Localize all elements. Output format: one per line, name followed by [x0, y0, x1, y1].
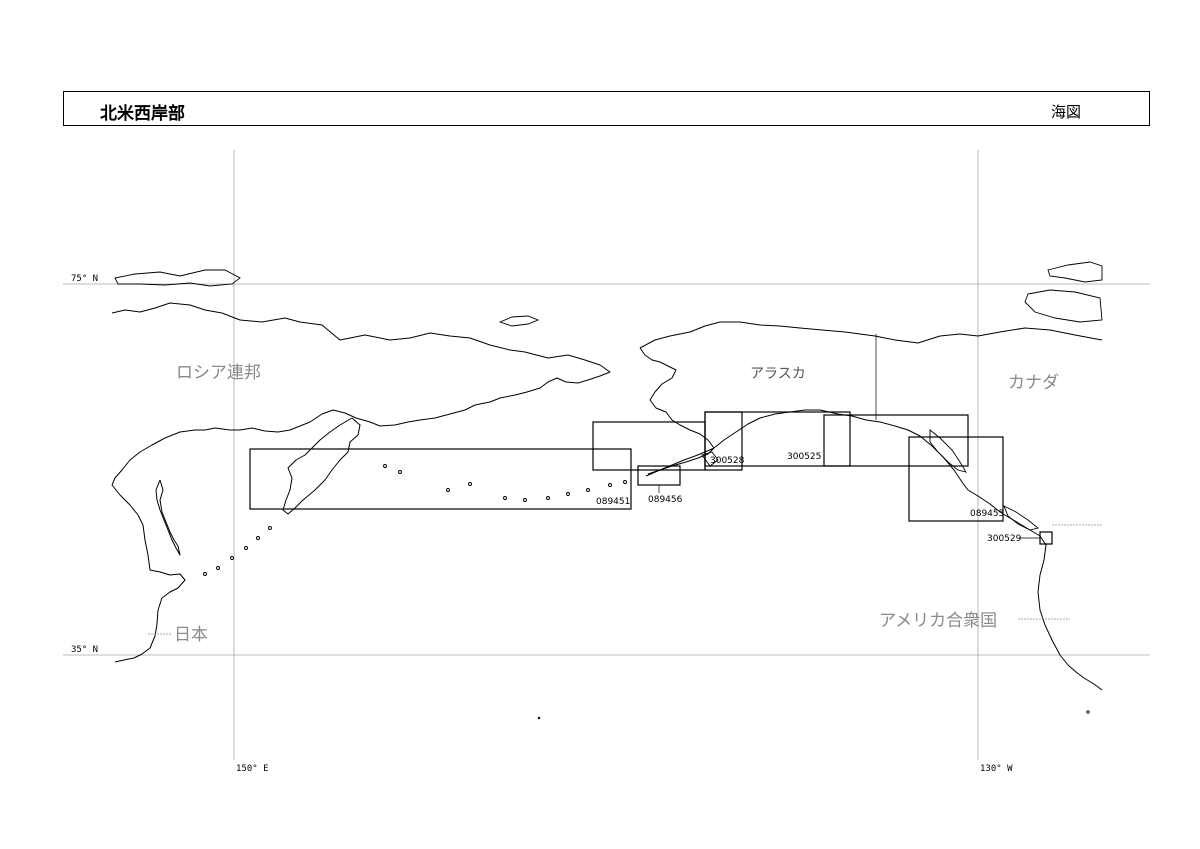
- vancouver-island: [1003, 505, 1039, 531]
- chart-label-300525: 300525: [787, 452, 821, 462]
- graticule: [63, 150, 1150, 760]
- north-america-pacific-coast: [713, 409, 1103, 691]
- sakhalin-coast: [155, 479, 181, 556]
- siberia-arctic-coast: [111, 302, 611, 433]
- kodiak-island: [701, 451, 719, 467]
- chart-label-300529: 300529: [987, 534, 1022, 544]
- guadalupe-islet: [1086, 710, 1090, 714]
- mid-ocean-islet: [537, 716, 541, 720]
- region-label-japan: 日本: [174, 625, 208, 645]
- chart-label-089451: 089451: [596, 497, 630, 507]
- alaska-coast: [639, 321, 1103, 475]
- chart-rect-300525[interactable]: [704, 411, 851, 467]
- chart-rect-089451[interactable]: [249, 448, 632, 510]
- chart-label-089456: 089456: [648, 495, 683, 505]
- map-header: 北米西岸部 海図: [63, 91, 1150, 126]
- alexander-archipelago: [929, 429, 967, 473]
- japan-coast: [111, 484, 186, 663]
- chart-coverage: [249, 411, 1053, 545]
- kuril-islands: [203, 526, 272, 576]
- arctic-archipelago: [1024, 261, 1103, 323]
- page-title: 北米西岸部: [100, 104, 185, 124]
- wrangel-island: [498, 315, 540, 327]
- region-label-usa: アメリカ合衆国: [879, 611, 997, 631]
- map-type-label: 海図: [1050, 103, 1081, 121]
- chart-rect-089455[interactable]: [908, 436, 1004, 522]
- chart-rect-089456[interactable]: [637, 465, 681, 486]
- region-label-canada: カナダ: [1008, 373, 1059, 393]
- new-siberian-islands: [114, 269, 241, 287]
- chart-label-300528: 300528: [710, 456, 745, 466]
- lat-label-35n: 35° N: [71, 645, 98, 655]
- lon-label-150e: 150° E: [236, 764, 269, 774]
- aleutian-islands: [383, 464, 627, 502]
- kamchatka-coast: [111, 417, 361, 515]
- lat-label-75n: 75° N: [71, 274, 98, 284]
- lon-label-130w: 130° W: [980, 764, 1013, 774]
- chart-label-089455: 089455: [970, 509, 1004, 519]
- region-label-alaska: アラスカ: [750, 366, 806, 382]
- chart-rect-300525-area-b[interactable]: [823, 414, 969, 467]
- islands: [114, 261, 1103, 720]
- region-label-russia: ロシア連邦: [176, 363, 261, 383]
